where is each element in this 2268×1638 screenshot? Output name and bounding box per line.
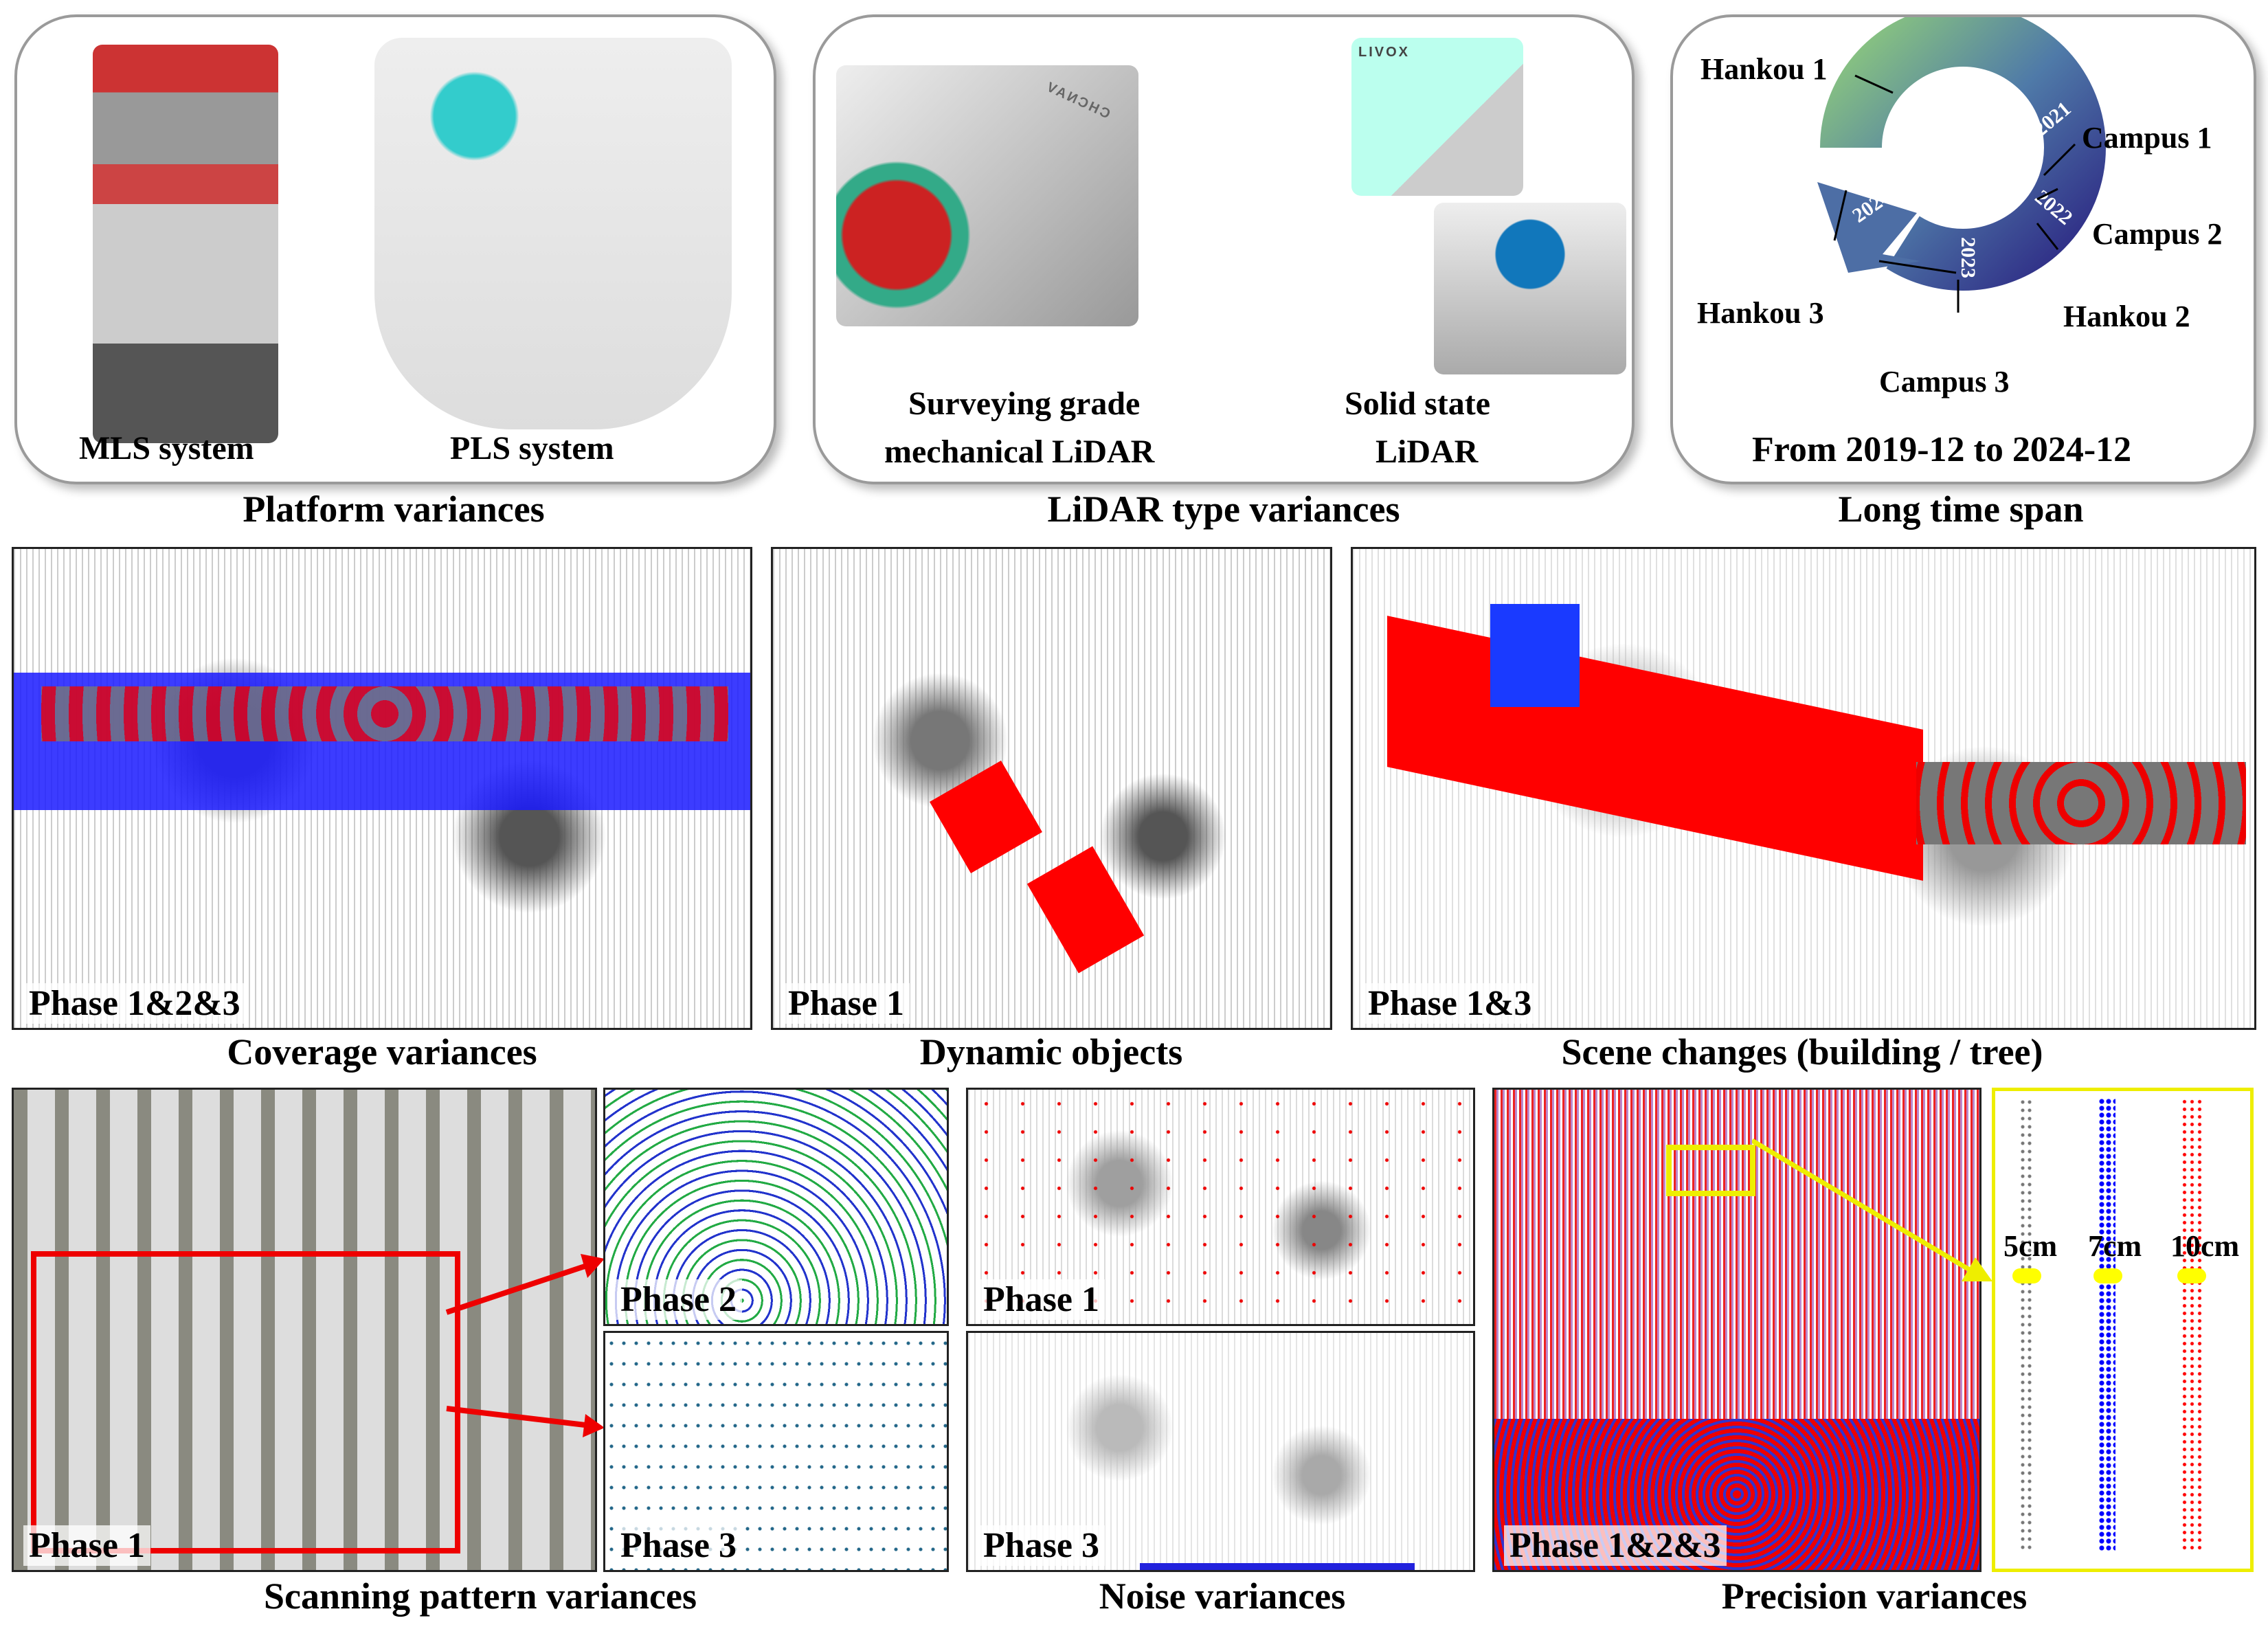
blue-points-column bbox=[2098, 1098, 2115, 1551]
precision-pointcloud: Phase 1&2&3 bbox=[1492, 1088, 1981, 1572]
site-campus-2: Campus 2 bbox=[2092, 217, 2223, 251]
pointcloud-image bbox=[14, 1090, 595, 1570]
mechanical-lidar-label-1: Surveying grade bbox=[908, 385, 1141, 422]
phase-label: Phase 1&2&3 bbox=[1504, 1525, 1727, 1566]
platform-caption: Platform variances bbox=[243, 489, 545, 530]
year-2020: 2020 bbox=[1953, 72, 1976, 113]
year-2023: 2023 bbox=[1957, 237, 1979, 278]
phase-label: Phase 1 bbox=[978, 1279, 1105, 1320]
phase-label: Phase 1 bbox=[23, 1525, 150, 1566]
noise-phase3-pointcloud: Phase 3 bbox=[966, 1331, 1475, 1572]
noise-caption: Noise variances bbox=[1099, 1575, 1346, 1617]
yellow-marker bbox=[2093, 1268, 2122, 1283]
scanning-caption: Scanning pattern variances bbox=[263, 1575, 697, 1617]
pointcloud-image bbox=[773, 549, 1330, 1028]
precision-5cm: 5cm bbox=[2003, 1229, 2058, 1263]
leader-lines bbox=[1833, 74, 2076, 313]
phase-label: Phase 3 bbox=[615, 1525, 742, 1566]
lidar-type-caption: LiDAR type variances bbox=[1047, 489, 1400, 530]
dynamic-objects-pointcloud: Phase 1 bbox=[771, 547, 1332, 1030]
lidar-type-panel: CHCNAV LIVOX Surveying grade mechanical … bbox=[813, 14, 1635, 484]
precision-7cm: 7cm bbox=[2088, 1229, 2142, 1263]
yellow-marker bbox=[2177, 1268, 2206, 1283]
site-hankou-2: Hankou 2 bbox=[2063, 300, 2190, 333]
red-arrows bbox=[445, 1254, 605, 1437]
solid-state-lidar-brand: LIVOX bbox=[1358, 45, 1411, 60]
blue-building-points bbox=[1490, 604, 1580, 707]
phase-label: Phase 1 bbox=[783, 983, 910, 1024]
platform-panel: MLS system PLS system bbox=[14, 14, 776, 484]
solid-state-lidar-image-2 bbox=[1221, 210, 1420, 368]
blue-ground-points bbox=[1140, 1563, 1415, 1570]
mechanical-lidar-label-2: mechanical LiDAR bbox=[884, 434, 1155, 470]
yellow-arrow bbox=[1752, 1138, 1992, 1281]
solid-state-lidar-image-1 bbox=[1351, 38, 1523, 196]
scanning-phase2-pointcloud: Phase 2 bbox=[603, 1088, 949, 1326]
scanning-main-pointcloud: Phase 1 bbox=[12, 1088, 597, 1572]
site-campus-1: Campus 1 bbox=[2082, 121, 2212, 155]
site-campus-3: Campus 3 bbox=[1879, 365, 2010, 399]
coverage-pointcloud: Phase 1&2&3 bbox=[12, 547, 752, 1030]
solid-state-label-2: LiDAR bbox=[1376, 434, 1479, 470]
time-range-label: From 2019-12 to 2024-12 bbox=[1752, 430, 2132, 469]
red-tree-points bbox=[1916, 762, 2246, 844]
precision-caption: Precision variances bbox=[1721, 1575, 2028, 1617]
highlight-rectangle bbox=[1666, 1145, 1755, 1196]
site-hankou-3: Hankou 3 bbox=[1697, 296, 1824, 330]
pls-label: PLS system bbox=[450, 430, 614, 467]
solid-state-lidar-image-3 bbox=[1434, 203, 1626, 374]
phase-label: Phase 2 bbox=[615, 1279, 742, 1320]
highlight-rectangle bbox=[31, 1251, 460, 1553]
noise-phase1-pointcloud: Phase 1 bbox=[966, 1088, 1475, 1326]
scanning-phase3-pointcloud: Phase 3 bbox=[603, 1331, 949, 1572]
timeline-ring: 2019 2020 2021 2022 2023 2024 bbox=[1801, 17, 2106, 313]
mls-label: MLS system bbox=[79, 430, 254, 467]
mls-device-image bbox=[93, 45, 278, 443]
site-hankou-1: Hankou 1 bbox=[1700, 52, 1828, 86]
time-span-caption: Long time span bbox=[1838, 489, 2084, 530]
red-tree-points bbox=[41, 686, 728, 741]
coverage-caption: Coverage variances bbox=[227, 1031, 537, 1073]
time-span-panel: 2019 2020 2021 2022 2023 2024 Hankou 1 C… bbox=[1670, 14, 2256, 484]
pls-device-image bbox=[374, 38, 732, 429]
scene-changes-pointcloud: Phase 1&3 bbox=[1351, 547, 2256, 1030]
gray-points-column bbox=[2019, 1098, 2033, 1551]
phase-label: Phase 1&2&3 bbox=[23, 983, 246, 1024]
ring-arc bbox=[1820, 17, 2106, 291]
mechanical-lidar-image bbox=[836, 65, 1138, 326]
dynamic-caption: Dynamic objects bbox=[919, 1031, 1183, 1073]
scene-caption: Scene changes (building / tree) bbox=[1561, 1031, 2043, 1073]
phase-label: Phase 3 bbox=[978, 1525, 1105, 1566]
yellow-marker bbox=[2012, 1268, 2041, 1283]
precision-inset: 5cm 7cm 10cm bbox=[1992, 1088, 2254, 1572]
red-points-column bbox=[2181, 1098, 2205, 1551]
solid-state-label-1: Solid state bbox=[1345, 385, 1491, 422]
phase-label: Phase 1&3 bbox=[1362, 983, 1538, 1024]
precision-10cm: 10cm bbox=[2170, 1229, 2240, 1263]
